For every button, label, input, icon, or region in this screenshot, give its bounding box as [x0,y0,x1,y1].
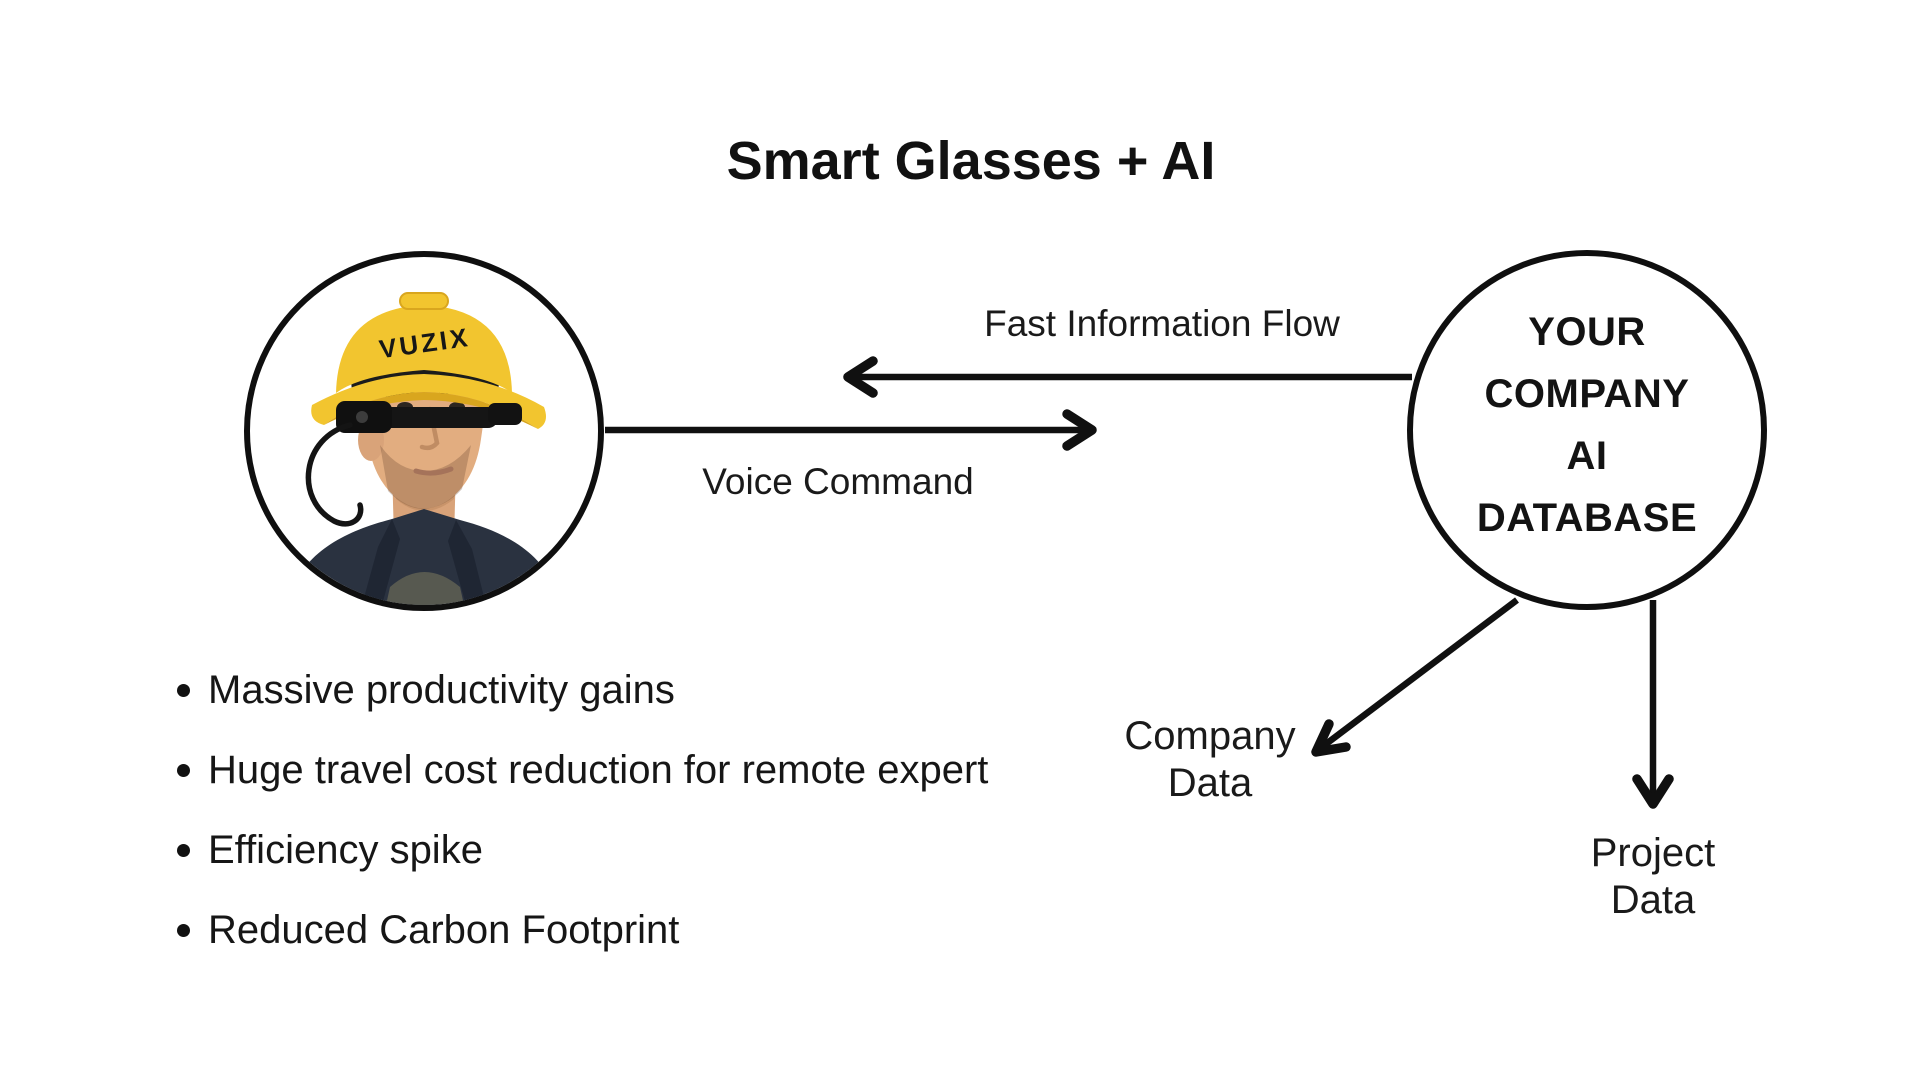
list-item: Massive productivity gains [177,650,988,730]
bullet-dot [177,763,190,777]
hard-hat-knob [399,292,449,310]
smart-glasses-cable [305,422,364,527]
bullet-dot [177,923,190,937]
fast-info-arrow [843,356,1412,398]
company-data-label: Company Data [1124,713,1295,807]
project-data-label: Project Data [1591,830,1716,924]
smart-glasses-camera [356,411,368,423]
list-item: Reduced Carbon Footprint [177,890,988,970]
benefit-text: Huge travel cost reduction for remote ex… [208,747,989,792]
db-line-ai: AI [1566,434,1608,478]
worker-collar-right [448,520,486,605]
worker-tshirt [386,572,464,605]
project-data-line2: Data [1610,878,1696,922]
db-line-database: DATABASE [1476,496,1698,540]
worker-mouth [413,466,454,476]
hard-hat-brim [311,374,546,429]
company-data-line1: Company [1124,714,1296,758]
worker-illustration: VUZIX [288,292,560,605]
db-line-your: YOUR [1528,310,1646,354]
page-title: Smart Glasses + AI [726,131,1216,191]
smart-glasses-right-pod [488,403,522,425]
voice-command-arrow [605,409,1097,451]
bullet-dot [177,683,190,697]
benefits-list: Massive productivity gains Huge travel c… [177,650,988,970]
worker-stubble [380,445,471,509]
company-data-arrow [1311,597,1519,757]
fast-information-flow-label: Fast Information Flow [984,303,1340,344]
project-data-arrow [1632,600,1674,809]
worker-collar-left [362,519,400,605]
benefit-text: Massive productivity gains [208,667,675,712]
db-line-company: COMPANY [1484,372,1690,416]
benefit-text: Efficiency spike [208,827,483,872]
list-item: Efficiency spike [177,810,988,890]
ai-database-circle: YOUR COMPANY AI DATABASE [1407,250,1767,610]
worker-photo-circle: VUZIX [244,251,604,611]
bullet-dot [177,843,190,857]
hard-hat-dome [336,305,512,393]
company-data-line2: Data [1167,761,1253,805]
worker-nose [419,406,440,451]
ai-database-label: YOUR COMPANY AI DATABASE [1477,301,1697,549]
list-item: Huge travel cost reduction for remote ex… [177,730,988,810]
worker-shirt [288,509,560,605]
project-data-line1: Project [1590,831,1716,875]
benefit-text: Reduced Carbon Footprint [208,907,680,952]
voice-command-label: Voice Command [702,461,974,502]
